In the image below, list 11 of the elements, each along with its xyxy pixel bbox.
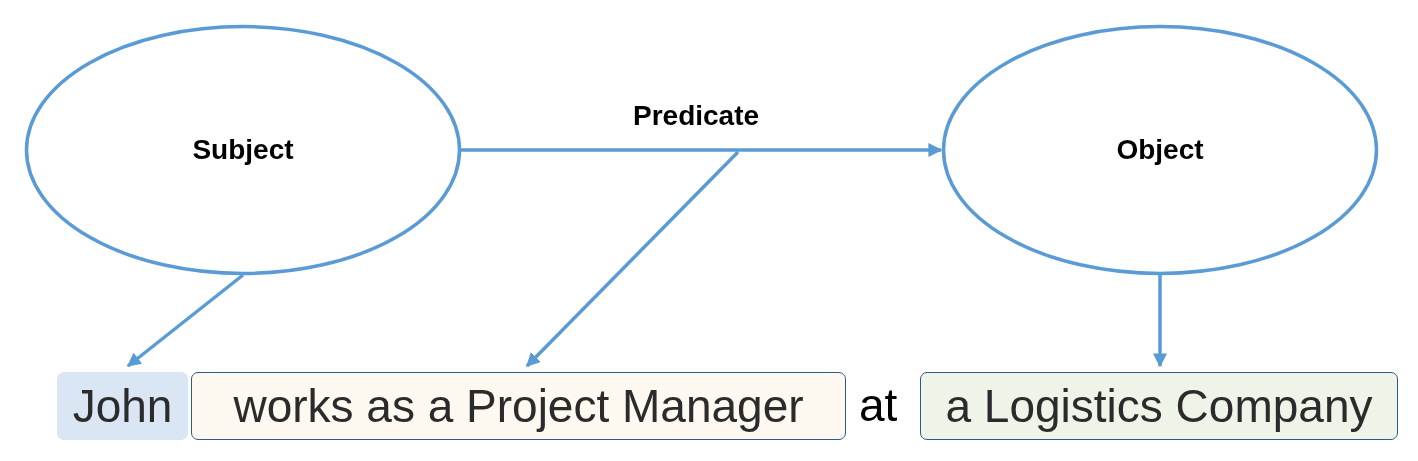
node-label: Object xyxy=(1116,134,1204,166)
ellipse-node xyxy=(942,25,1378,275)
highlighted-phrase xyxy=(57,372,188,440)
phrase-text: John xyxy=(72,379,173,433)
highlighted-phrase xyxy=(920,372,1398,440)
node-label: Subject xyxy=(192,134,294,166)
phrase-text: a Logistics Company xyxy=(945,379,1373,433)
highlighted-phrase xyxy=(191,372,846,440)
ellipse-node xyxy=(25,25,461,275)
sentence-word: at xyxy=(859,378,898,432)
phrase-text: works as a Project Manager xyxy=(233,379,804,433)
